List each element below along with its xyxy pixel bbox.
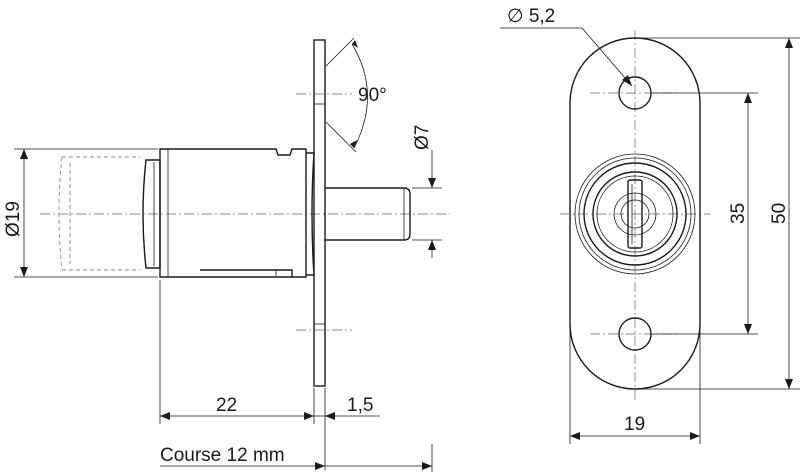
plate-width-label: 19 [624,414,645,435]
flange-thickness-label: 1,5 [347,395,373,416]
cylinder-outer-ring [574,153,696,275]
pin-diameter-dimension: Ø7 [412,125,442,258]
body-slot [200,269,293,277]
angle-dimension: 90° [325,37,387,153]
hole-spacing-label: 35 [728,203,749,224]
body-length-label: 22 [216,395,237,416]
rear-cap [142,159,161,269]
pin-diameter-label: Ø7 [412,125,433,150]
length-dimensions: 22 1,5 Course 12 mm [159,280,433,472]
extended-position-outline [58,156,140,271]
cylinder-face [592,171,678,257]
plate-height-dimension: 50 [635,37,800,390]
key-plug [613,192,657,236]
side-view [40,39,450,387]
front-view [560,30,710,400]
mounting-hole-top [618,76,652,110]
mounting-hole-bottom [618,317,652,351]
body-diameter-label: Ø19 [3,201,24,237]
angle-label: 90° [358,85,387,106]
lock-pin [325,187,411,241]
keyway [627,179,643,249]
stroke-label: Course 12 mm [160,445,285,466]
hole-diameter-dimension: ∅ 5,2 [500,6,633,87]
body-diameter-dimension: Ø19 [3,148,158,278]
flange-plate [313,39,326,387]
hole-diameter-label: ∅ 5,2 [507,6,555,27]
cylinder-bezel [583,162,687,266]
hole-spacing-dimension: 35 [652,92,758,335]
plate-width-dimension: 19 [569,324,701,444]
plate-height-label: 50 [769,203,790,224]
lock-body [159,148,307,278]
